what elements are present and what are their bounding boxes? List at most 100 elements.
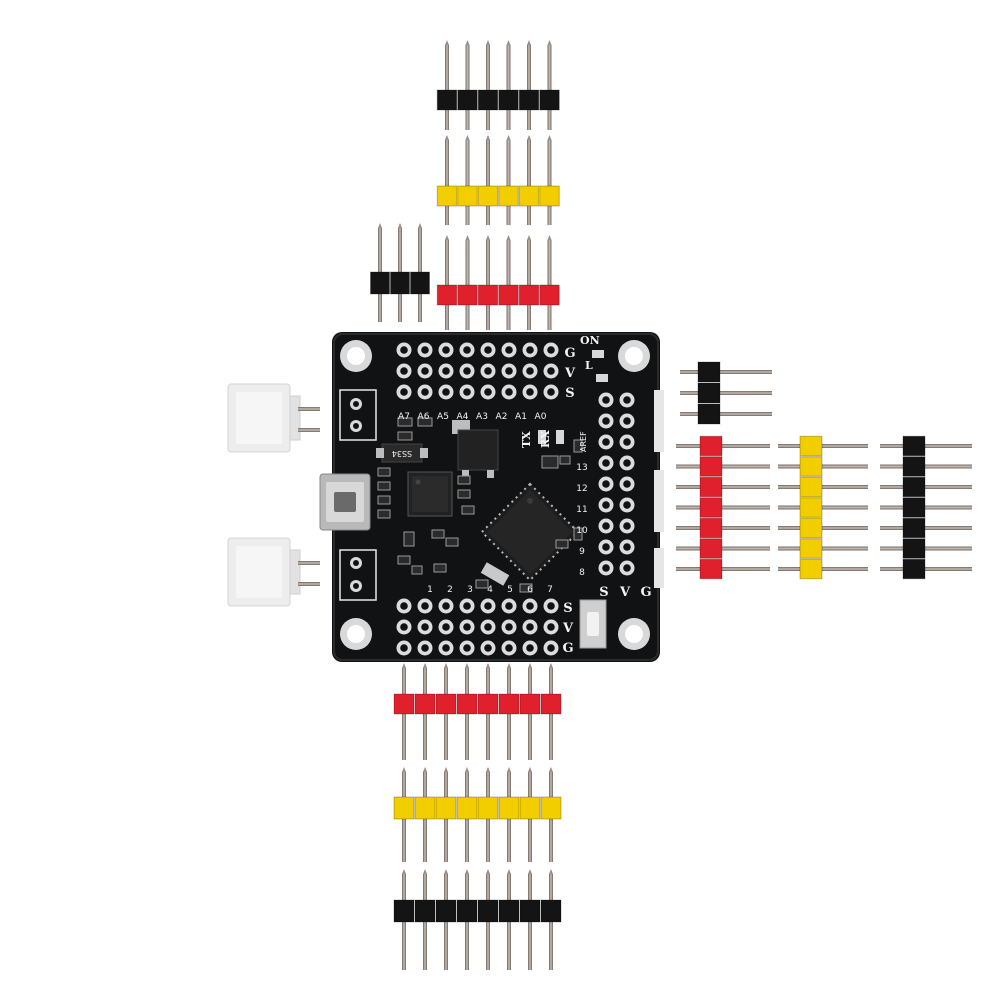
- pcb-board: SS34: [319, 332, 664, 662]
- header-pin: [676, 505, 770, 510]
- header-pin: [547, 140, 552, 225]
- header-housing-segment: [902, 456, 926, 477]
- header-pin: [778, 505, 868, 510]
- jst-connector-top: [227, 383, 320, 453]
- header-housing-segment: [699, 538, 723, 559]
- tx-label: TX: [520, 431, 533, 448]
- smd-component: [573, 439, 583, 453]
- pin-label: A6: [418, 412, 430, 422]
- pin-label: 5: [507, 585, 513, 595]
- ss34-diode: SS34: [376, 443, 428, 463]
- header-pin: [527, 140, 531, 225]
- aref-label: AREF: [579, 431, 588, 452]
- header-housing-segment: [902, 497, 926, 518]
- pin-label: 1: [427, 585, 433, 595]
- header-housing-segment: [697, 403, 721, 425]
- pin-label: A7: [398, 412, 410, 422]
- header-housing-segment: [456, 693, 478, 715]
- pin-label: A4: [457, 412, 469, 422]
- header-housing-segment: [540, 693, 562, 715]
- header-pin: [680, 370, 772, 374]
- header-pin: [880, 567, 972, 571]
- mounting-hole: [340, 618, 372, 650]
- smd-component: [377, 481, 391, 491]
- smd-component: [377, 467, 391, 477]
- pin-label: 4: [487, 585, 493, 595]
- left-connector-footprint-bottom: [339, 549, 377, 601]
- pin-label: A5: [437, 412, 449, 422]
- smd-component: [457, 475, 471, 485]
- header-housing-segment: [697, 382, 721, 404]
- header-housing-segment: [699, 435, 723, 457]
- pin-label: 6: [527, 585, 533, 595]
- header-pin: [880, 546, 972, 551]
- pin-label: V: [562, 621, 574, 636]
- header-housing-segment: [699, 517, 723, 539]
- header-housing-segment: [902, 517, 926, 539]
- top-header-black-6pin: [436, 40, 560, 130]
- header-pin: [778, 485, 868, 489]
- header-housing-segment: [539, 89, 560, 111]
- header-housing-segment: [498, 185, 519, 207]
- header-housing-segment: [697, 361, 721, 383]
- header-housing-segment: [498, 899, 520, 923]
- header-pin: [445, 140, 449, 225]
- passive-components: [377, 417, 583, 593]
- header-housing-segment: [457, 89, 478, 111]
- pin-label: 9: [579, 547, 585, 557]
- pin-label: 7: [547, 585, 553, 595]
- header-housing-segment: [799, 456, 823, 477]
- right-header-red-7pin: [676, 435, 770, 580]
- pin-label: 10: [576, 526, 588, 536]
- header-housing-segment: [902, 558, 926, 580]
- on-label: ON: [580, 334, 600, 347]
- header-housing-segment: [540, 796, 562, 820]
- header-housing-segment: [477, 899, 499, 923]
- header-pin: [880, 505, 972, 510]
- bottom-header-yellow-8pin: [393, 767, 562, 862]
- header-housing-segment: [477, 185, 499, 207]
- pin-label: A0: [535, 412, 547, 422]
- led-on: [592, 350, 604, 358]
- header-pin: [486, 45, 490, 130]
- smd-component: [559, 455, 571, 465]
- right-header-black-3pin: [680, 361, 772, 425]
- header-housing-segment: [393, 796, 415, 820]
- top-header-black-3pin: [370, 223, 430, 322]
- header-housing-segment: [518, 89, 540, 111]
- header-housing-segment: [902, 538, 926, 559]
- smd-component: [457, 489, 471, 499]
- header-pin: [778, 546, 868, 551]
- smd-component: [397, 431, 413, 441]
- top-header-red-6pin: [436, 235, 560, 330]
- header-pin: [880, 444, 972, 448]
- header-housing-segment: [477, 284, 499, 306]
- header-housing-segment: [457, 284, 478, 306]
- header-pin: [880, 526, 972, 530]
- right-header-black-7pin: [880, 435, 972, 580]
- pin-label: A2: [496, 412, 508, 422]
- header-housing-segment: [370, 271, 390, 295]
- pin-label: 12: [576, 484, 587, 494]
- smd-component: [403, 531, 415, 547]
- atmega-mcu-chip: [480, 482, 580, 582]
- reset-button[interactable]: [579, 599, 607, 649]
- header-housing-segment: [477, 693, 499, 715]
- pin-label: V: [564, 366, 576, 381]
- header-housing-segment: [435, 796, 457, 820]
- header-housing-segment: [390, 271, 410, 295]
- header-housing-segment: [799, 476, 823, 498]
- smd-component: [377, 495, 391, 505]
- top-pad-grid: [396, 342, 559, 400]
- bottom-svg-labels: SVG: [562, 601, 574, 656]
- smd-component: [411, 565, 423, 575]
- header-housing-segment: [457, 185, 478, 207]
- crystal: [480, 562, 510, 586]
- header-pin: [676, 546, 770, 551]
- header-pin: [676, 444, 770, 448]
- header-housing-segment: [799, 558, 823, 580]
- header-pin: [527, 45, 531, 130]
- header-housing-segment: [539, 284, 560, 306]
- top-svg-labels: GVS: [564, 346, 576, 401]
